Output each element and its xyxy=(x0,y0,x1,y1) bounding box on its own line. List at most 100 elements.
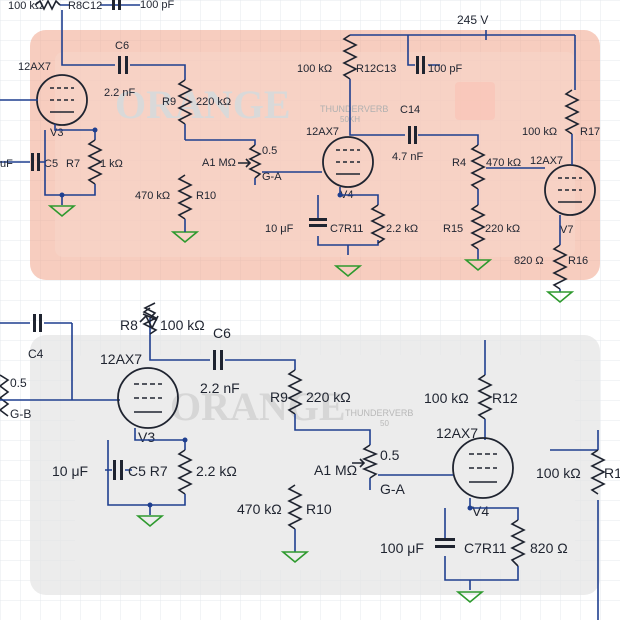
capacitor-c13[interactable] xyxy=(416,56,419,74)
r7-label: R7 xyxy=(66,158,80,170)
resistor-r10-bottom[interactable] xyxy=(287,484,303,530)
r8-bottom-value: 100 kΩ xyxy=(160,317,205,333)
r16-label: R16 xyxy=(568,255,588,267)
r16-value: 820 Ω xyxy=(514,255,544,267)
resistor-r9-bottom[interactable] xyxy=(287,369,303,415)
r12-bottom-label: R12 xyxy=(492,390,518,406)
resistor-r11[interactable] xyxy=(370,204,386,244)
resistor-r7[interactable] xyxy=(87,139,103,185)
r8-bottom-label: R8 xyxy=(120,317,138,333)
r11-bottom-value: 820 Ω xyxy=(530,540,568,556)
supply-voltage-label: 245 V xyxy=(457,13,488,27)
potentiometer-a1-bottom[interactable] xyxy=(361,444,379,479)
pot-bottom-label: A1 MΩ xyxy=(314,462,357,478)
c6-value: 2.2 nF xyxy=(104,87,135,99)
c4-label: C4 xyxy=(28,347,44,361)
pot-label: A1 MΩ xyxy=(202,157,236,169)
ground-symbol-r10-bottom xyxy=(280,551,310,564)
tube-v3[interactable] xyxy=(36,74,88,126)
r7-value: 1 kΩ xyxy=(100,158,123,170)
r4-value: 470 kΩ xyxy=(486,157,521,169)
ground-symbol-v3 xyxy=(47,205,77,218)
tube-v3-bottom[interactable] xyxy=(117,367,179,429)
resistor-r9[interactable] xyxy=(177,79,193,125)
capacitor-c4[interactable] xyxy=(33,314,36,332)
c7r11-label: C7R11 xyxy=(330,223,363,235)
capacitor-c5-bottom[interactable] xyxy=(113,460,116,480)
brand-watermark-bottom: ORANGE xyxy=(170,384,346,429)
r10-bottom-label: R10 xyxy=(306,501,332,517)
resistor-r1[interactable] xyxy=(590,449,606,495)
r9-label: R9 xyxy=(162,96,176,108)
logo-badge-top xyxy=(455,82,495,120)
c6-bottom-label: C6 xyxy=(213,325,231,341)
v3-bottom-label: V3 xyxy=(138,429,155,445)
potentiometer-a1[interactable] xyxy=(248,144,262,179)
r10-bottom-value: 470 kΩ xyxy=(237,501,282,517)
r10-label: R10 xyxy=(196,190,216,202)
left-plate-wire xyxy=(61,10,186,80)
c14-value: 4.7 nF xyxy=(392,151,423,163)
pot-left-gb-label: G-B xyxy=(10,407,31,421)
tube-v7[interactable] xyxy=(544,164,596,216)
capacitor-c14[interactable] xyxy=(408,126,411,144)
r12-bottom-value: 100 kΩ xyxy=(424,390,469,406)
resistor-r8-bottom[interactable] xyxy=(142,307,158,335)
capacitor-c7[interactable] xyxy=(309,218,327,221)
resistor-r12[interactable] xyxy=(342,34,358,80)
r11-value: 2.2 kΩ xyxy=(386,223,418,235)
c12-value: 100 pF xyxy=(140,0,175,11)
c14-label: C14 xyxy=(400,104,420,116)
pot-value: 0.5 xyxy=(262,145,277,157)
r12-value: 100 kΩ xyxy=(297,63,332,75)
resistor-r15[interactable] xyxy=(470,204,486,250)
resistor-r17[interactable] xyxy=(564,89,580,135)
tube-v4-bottom[interactable] xyxy=(452,437,514,499)
ground-symbol-r16 xyxy=(545,291,575,304)
v7-label: V7 xyxy=(560,224,573,236)
c6-bottom-value: 2.2 nF xyxy=(200,380,240,396)
pot-bottom-ga-label: G-A xyxy=(380,481,406,497)
pot-left-value: 0.5 xyxy=(10,376,27,390)
ground-symbol-v4-bottom xyxy=(455,591,485,604)
potentiometer-left[interactable] xyxy=(0,374,10,417)
capacitor-c12[interactable] xyxy=(118,0,121,10)
c6-label: C6 xyxy=(115,40,129,52)
ground-symbol-r10 xyxy=(170,231,200,244)
r15-label: R15 xyxy=(443,223,463,235)
tube-right-label: 12AX7 xyxy=(530,155,563,167)
capacitor-c5[interactable] xyxy=(31,153,34,171)
capacitor-c6-bottom[interactable] xyxy=(213,350,216,370)
r9-value: 220 kΩ xyxy=(196,96,231,108)
r1-value: 100 kΩ xyxy=(536,465,581,481)
resistor-r4[interactable] xyxy=(470,144,486,190)
r8-value: 100 kΩ xyxy=(8,0,43,12)
c5-label: C5 xyxy=(44,158,58,170)
ground-symbol-v4 xyxy=(333,265,363,278)
resistor-r8[interactable] xyxy=(34,0,61,11)
resistor-r16[interactable] xyxy=(552,244,568,290)
c5-value: uF xyxy=(0,158,13,170)
tube-left-bottom-label: 12AX7 xyxy=(100,351,142,367)
capacitor-c6[interactable] xyxy=(118,56,121,74)
c13-value: 100 pF xyxy=(428,63,463,75)
resistor-r10[interactable] xyxy=(177,174,193,220)
resistor-r12-bottom[interactable] xyxy=(477,374,493,420)
r17-value: 100 kΩ xyxy=(522,126,557,138)
capacitor-c7-bottom[interactable] xyxy=(435,538,455,541)
tube-v4[interactable] xyxy=(322,136,374,188)
c7r11-bottom-label: C7R11 xyxy=(464,540,507,556)
c5r7-bottom-label: C5 R7 xyxy=(128,463,168,479)
r1-label: R1 xyxy=(604,465,620,481)
resistor-r7-bottom[interactable] xyxy=(177,449,193,495)
tube-left-label: 12AX7 xyxy=(18,61,51,73)
tube-mid-label: 12AX7 xyxy=(306,126,339,138)
c5-bottom-value: 10 μF xyxy=(52,463,88,479)
ground-symbol-v3-bottom xyxy=(135,515,165,528)
r9-bottom-label: R9 xyxy=(270,389,288,405)
brand-watermark-top: ORANGE xyxy=(115,82,291,127)
resistor-r11-bottom[interactable] xyxy=(510,519,526,567)
